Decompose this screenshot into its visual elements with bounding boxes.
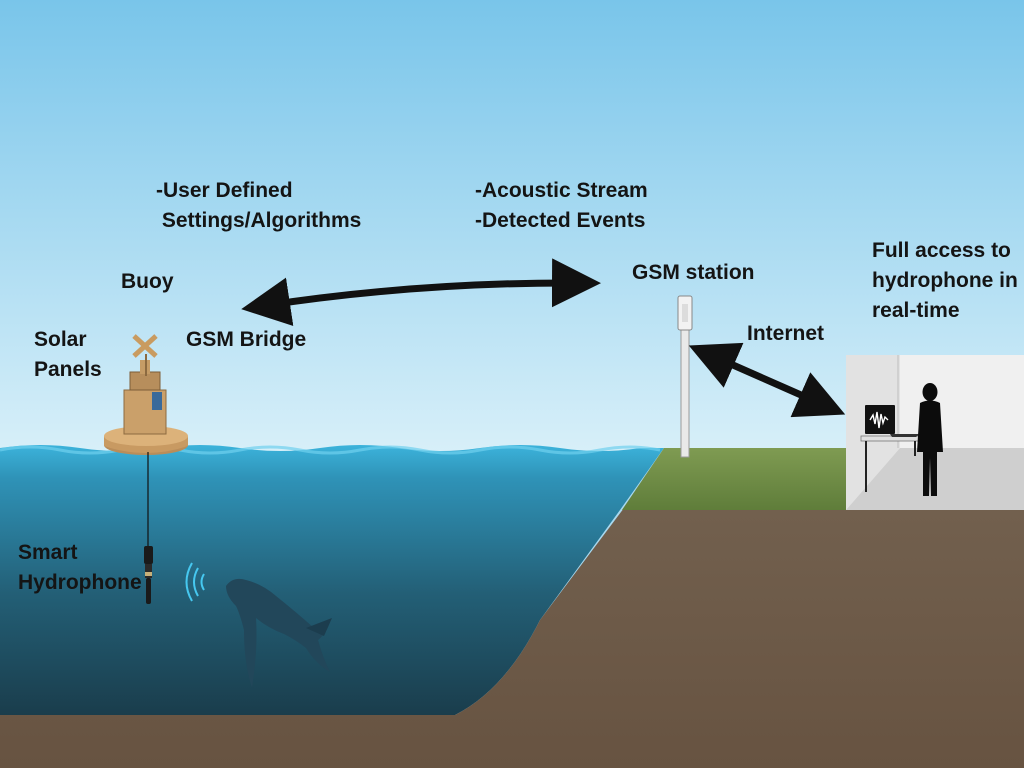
label-full-access-line2: hydrophone in xyxy=(872,269,1018,292)
label-settings-line1: -User Defined xyxy=(156,179,293,202)
label-internet: Internet xyxy=(747,322,825,345)
grass xyxy=(622,448,850,510)
label-full-access-line3: real-time xyxy=(872,299,960,322)
label-smart-hydrophone: Smart Hydrophone xyxy=(18,538,142,598)
label-gsm-station: GSM station xyxy=(632,261,755,284)
sound-waves-icon xyxy=(185,562,205,602)
arrow-buoy-gsm xyxy=(241,258,601,327)
whale-icon xyxy=(226,578,332,688)
ocean xyxy=(0,445,664,715)
label-full-access: Full access to hydrophone in real-time xyxy=(872,236,1018,326)
label-solar-panels: Solar Panels xyxy=(34,325,102,385)
buoy-icon xyxy=(104,334,188,455)
label-solar-line2: Panels xyxy=(34,358,102,381)
hydrophone-icon xyxy=(144,546,153,604)
label-settings: -User Defined Settings/Algorithms xyxy=(156,176,361,236)
desk-icon xyxy=(860,435,922,492)
label-stream-line2: -Detected Events xyxy=(475,209,646,232)
label-gsm-bridge: GSM Bridge xyxy=(186,328,307,351)
arrow-gsm-internet xyxy=(688,342,846,418)
label-settings-line2: Settings/Algorithms xyxy=(156,209,362,232)
label-full-access-line1: Full access to xyxy=(872,239,1011,262)
label-stream: -Acoustic Stream -Detected Events xyxy=(475,176,648,236)
label-hydrophone-line1: Smart xyxy=(18,541,78,564)
person-icon xyxy=(917,383,943,496)
ground xyxy=(0,508,1024,768)
label-solar-line1: Solar xyxy=(34,328,87,351)
label-stream-line1: -Acoustic Stream xyxy=(475,179,648,202)
label-hydrophone-line2: Hydrophone xyxy=(18,571,142,594)
laptop-icon xyxy=(865,405,920,437)
label-buoy: Buoy xyxy=(121,270,174,293)
